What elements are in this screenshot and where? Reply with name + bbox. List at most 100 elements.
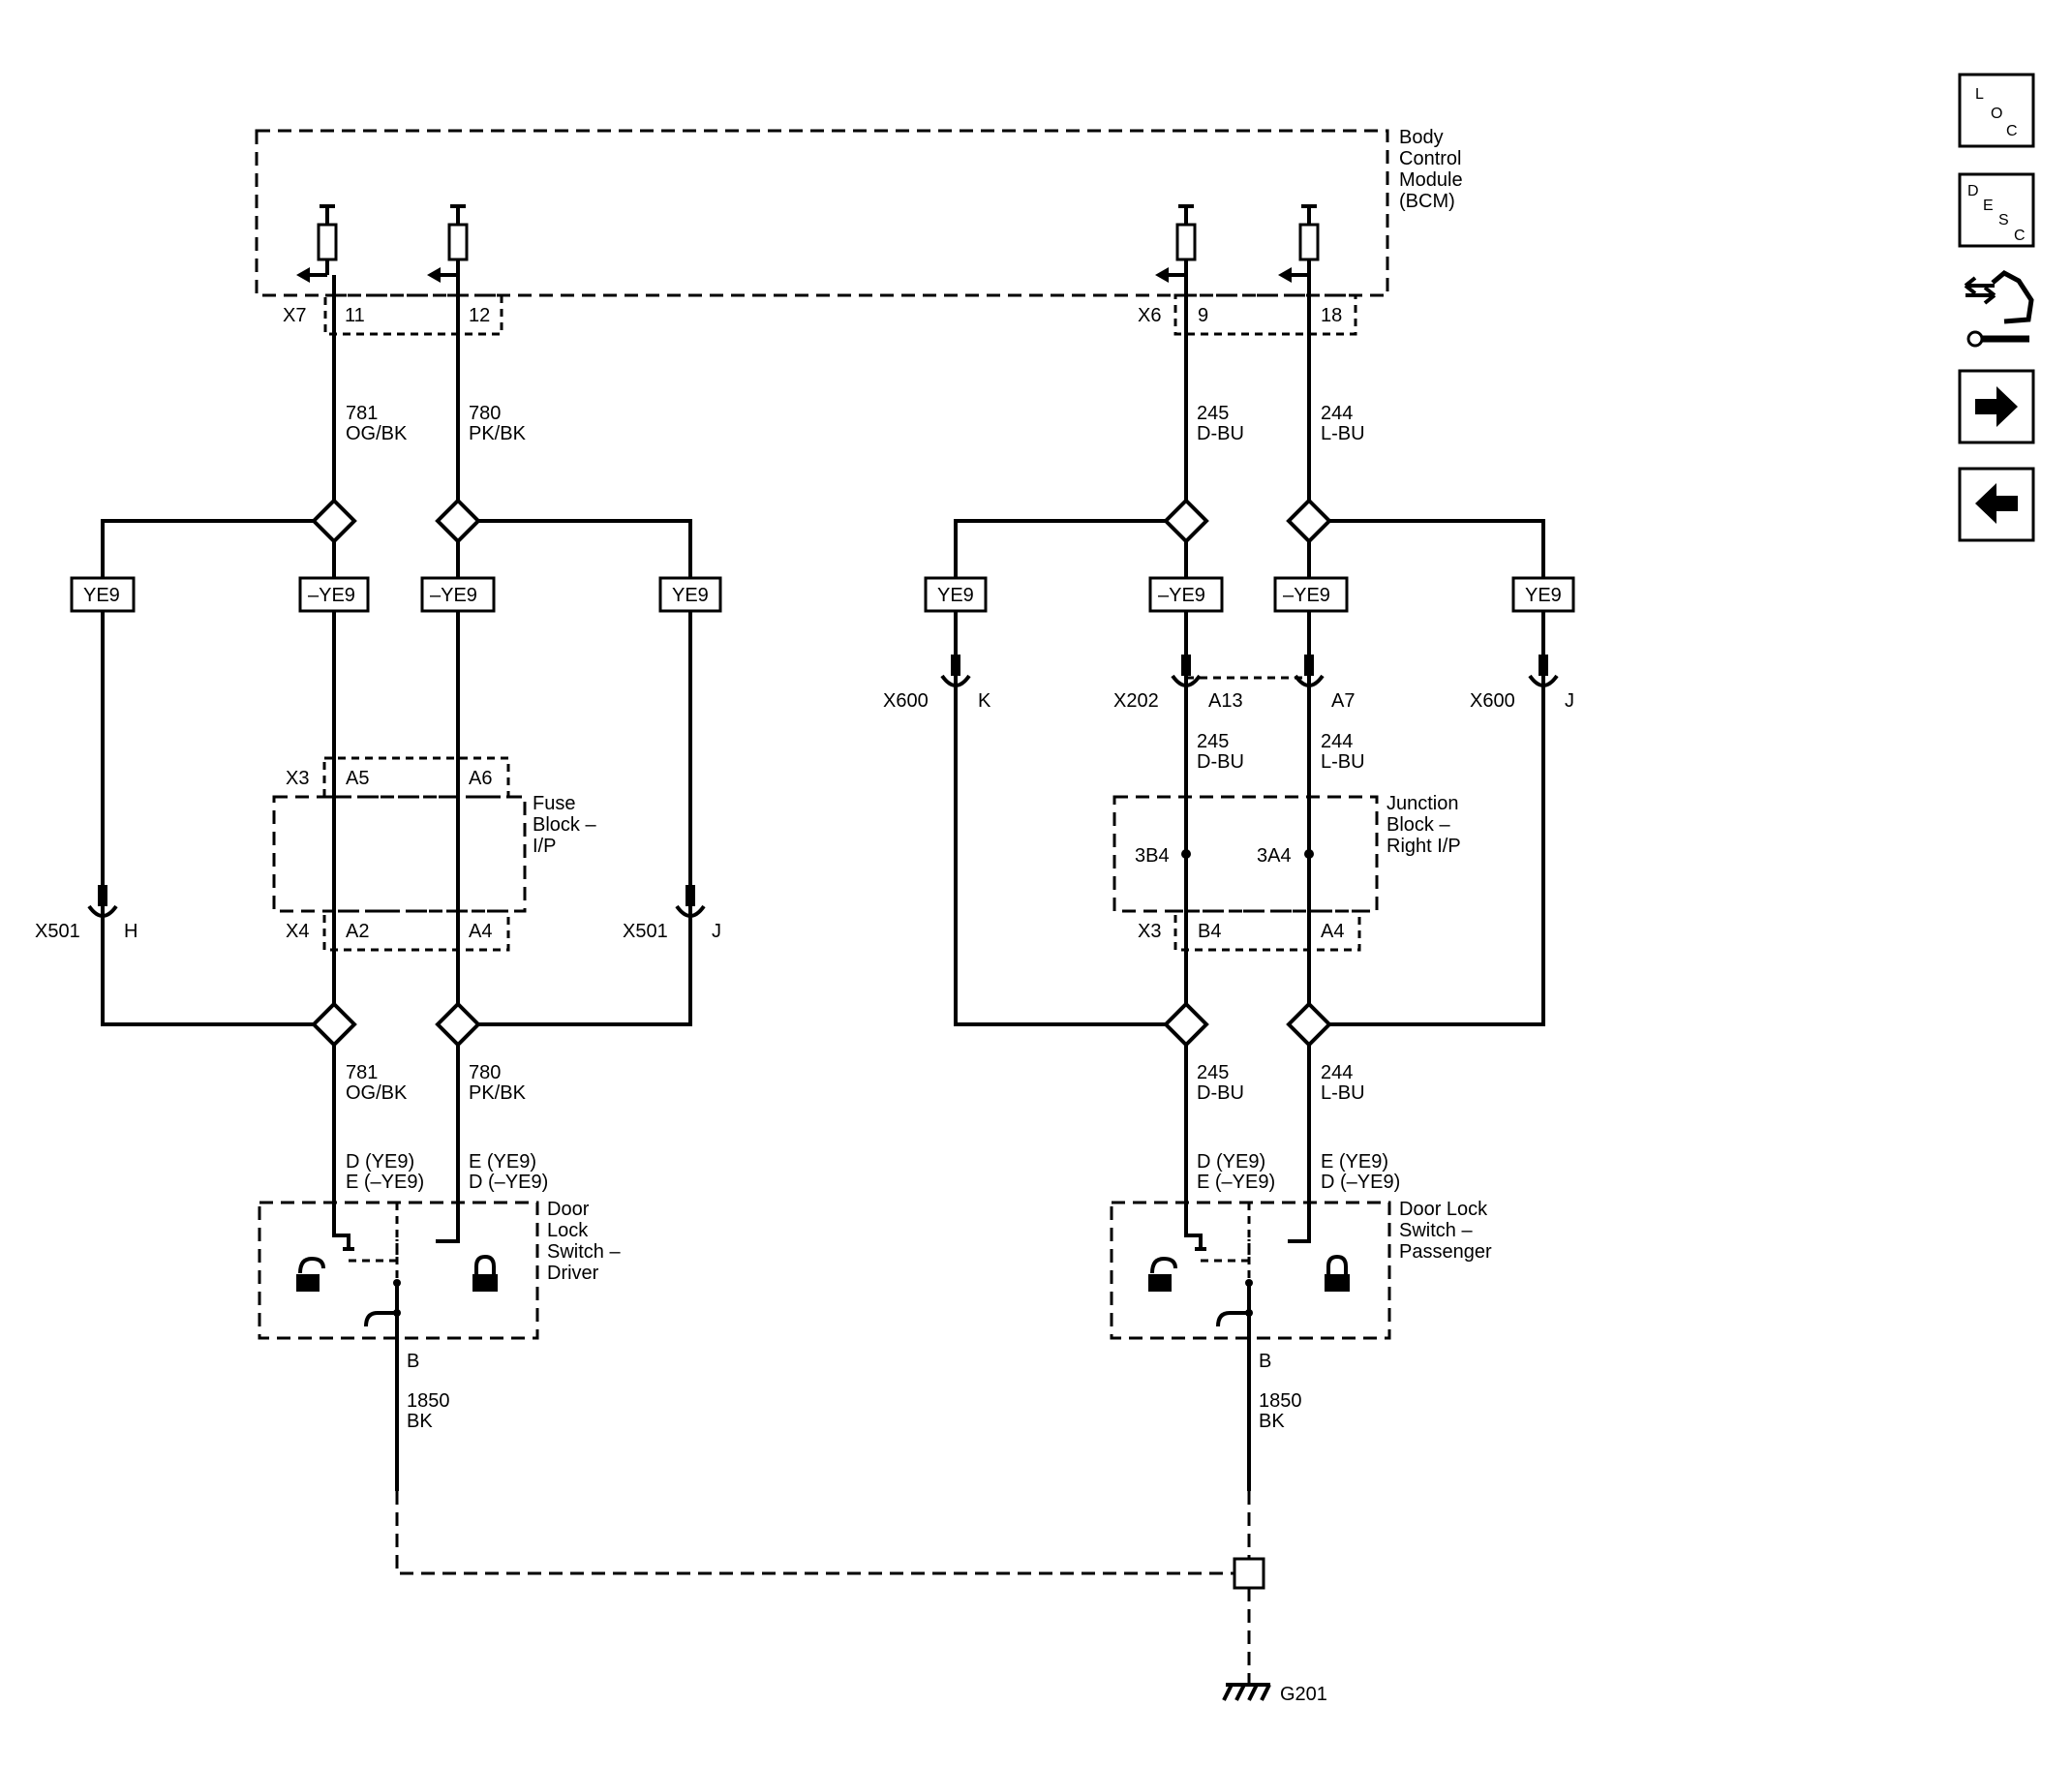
pin-label-18: 18	[1321, 305, 1342, 326]
desc-letter-s: S	[1998, 212, 2009, 228]
ground-label-g201: G201	[1280, 1684, 1327, 1705]
wire-color-pkbk-top: PK/BK	[469, 423, 527, 444]
connector-tool-icon[interactable]	[1964, 270, 2034, 348]
option-ye9-4: YE9	[1525, 585, 1562, 606]
pin-label-h: H	[124, 921, 137, 942]
option-not-ye9-3: –YE9	[1158, 585, 1205, 606]
pin-label-a5: A5	[346, 768, 369, 789]
wire-color-dbu-bottom: D-BU	[1197, 1082, 1244, 1104]
pin-label-j-left: J	[712, 921, 721, 942]
wire-number-245-top: 245	[1197, 403, 1229, 424]
pin-label-j-right: J	[1565, 690, 1574, 712]
door-lock-switch-passenger: Door Lock Switch – Passenger B	[1110, 1199, 1492, 1491]
connector-label-x3-left: X3	[286, 768, 309, 789]
passenger-pin-e-not-ye9: E (–YE9)	[1197, 1172, 1275, 1193]
inline-connector-x600-j: X600 J	[1470, 655, 1574, 712]
bcm-module: Body Control Module (BCM)	[255, 127, 1463, 297]
side-nav: L O C D E S C	[1958, 73, 2035, 542]
pin-label-b4: B4	[1198, 921, 1221, 942]
passenger-pin-e-ye9: E (YE9)	[1321, 1151, 1388, 1173]
splice-nodes	[311, 498, 1332, 1048]
connector-label-x3-right: X3	[1138, 921, 1161, 942]
option-not-ye9-1: –YE9	[308, 585, 355, 606]
bcm-label-3: Module	[1399, 169, 1463, 191]
fuse-block-label-1: Fuse	[533, 793, 575, 814]
bcm-connector-x6: X6 9 18	[1138, 293, 1357, 336]
pin-label-3b4: 3B4	[1135, 845, 1170, 867]
passenger-option-branch	[954, 519, 1545, 1026]
bcm-label-1: Body	[1399, 127, 1444, 148]
driver-pin-d-ye9: D (YE9)	[346, 1151, 414, 1173]
driver-pin-e-not-ye9: E (–YE9)	[346, 1172, 424, 1193]
pin-label-a7: A7	[1331, 690, 1355, 712]
passenger-pin-d-ye9: D (YE9)	[1197, 1151, 1265, 1173]
connector-label-x501-j: X501	[623, 921, 668, 942]
driver-switch-label-2: Lock	[547, 1220, 589, 1241]
option-ye9-2: YE9	[672, 585, 709, 606]
wire-number-780-bottom: 780	[469, 1062, 501, 1083]
wire-color-lbu-bottom: L-BU	[1321, 1082, 1365, 1104]
pin-label-a6: A6	[469, 768, 492, 789]
connector-label-x7: X7	[283, 305, 306, 326]
desc-letter-d: D	[1967, 183, 1979, 199]
wire-color-bk-driver: BK	[407, 1411, 433, 1432]
previous-arrow-icon[interactable]	[1958, 467, 2035, 542]
pin-label-3a4: 3A4	[1257, 845, 1292, 867]
inline-connector-x600-k: X600 K	[883, 655, 991, 712]
pin-label-9: 9	[1198, 305, 1208, 326]
wire-number-1850-passenger: 1850	[1259, 1390, 1302, 1412]
location-icon[interactable]: L O C	[1958, 73, 2035, 148]
bcm-resistor-245	[1155, 204, 1197, 283]
connector-label-x501-h: X501	[35, 921, 80, 942]
junction-block-label-3: Right I/P	[1386, 836, 1461, 857]
bcm-connector-x7: X7 11 12	[283, 293, 503, 336]
wire-color-lbu-top: L-BU	[1321, 423, 1365, 444]
lock-icon	[472, 1254, 498, 1292]
connector-label-x600-j: X600	[1470, 690, 1515, 712]
loc-letter-l: L	[1975, 86, 1984, 103]
connector-label-x202: X202	[1113, 690, 1159, 712]
inline-connector-x202: X202 A13 A7	[1113, 655, 1355, 712]
driver-option-branch	[101, 519, 692, 1026]
desc-letter-c: C	[2014, 228, 2026, 244]
wire-number-781-top: 781	[346, 403, 378, 424]
option-not-ye9-4: –YE9	[1283, 585, 1330, 606]
loc-letter-c: C	[2006, 123, 2018, 139]
connector-label-x4: X4	[286, 921, 309, 942]
unlock-icon	[296, 1256, 325, 1292]
bcm-label-2: Control	[1399, 148, 1461, 169]
wire-number-245-bottom: 245	[1197, 1062, 1229, 1083]
wire-number-1850-driver: 1850	[407, 1390, 450, 1412]
wire-number-781-bottom: 781	[346, 1062, 378, 1083]
next-arrow-icon[interactable]	[1958, 369, 2035, 444]
bcm-resistor-244	[1278, 204, 1320, 283]
passenger-switch-label-2: Switch –	[1399, 1220, 1473, 1241]
description-icon[interactable]: D E S C	[1958, 172, 2035, 248]
driver-pin-b: B	[407, 1351, 419, 1372]
fuse-block-ip: X3 A5 A6 Fuse Block – I/P X4 A2 A4	[272, 756, 596, 952]
driver-switch-label-1: Door	[547, 1199, 590, 1220]
pin-label-a4-left: A4	[469, 921, 492, 942]
driver-switch-label-4: Driver	[547, 1263, 599, 1284]
bcm-resistor-780	[427, 204, 469, 283]
pin-label-a2: A2	[346, 921, 369, 942]
fuse-block-label-2: Block –	[533, 814, 596, 836]
wire-color-dbu-top: D-BU	[1197, 423, 1244, 444]
desc-letter-e: E	[1983, 198, 1994, 214]
option-ye9-1: YE9	[83, 585, 120, 606]
door-lock-switch-driver: Door Lock Switch – Driver B	[258, 1199, 621, 1491]
bcm-resistor-781	[296, 204, 338, 283]
wire-color-lbu-mid: L-BU	[1321, 751, 1365, 773]
passenger-pin-b: B	[1259, 1351, 1271, 1372]
wire-color-ogbk-top: OG/BK	[346, 423, 408, 444]
lock-icon	[1325, 1254, 1350, 1292]
driver-switch-label-3: Switch –	[547, 1241, 621, 1263]
wire-color-pkbk-bottom: PK/BK	[469, 1082, 527, 1104]
wire-color-dbu-mid: D-BU	[1197, 751, 1244, 773]
wire-color-bk-passenger: BK	[1259, 1411, 1285, 1432]
junction-block-label-1: Junction	[1386, 793, 1459, 814]
unlock-icon	[1148, 1256, 1177, 1292]
ground-path: G201	[395, 1491, 1327, 1705]
inline-connector-x501-h: X501 H	[35, 885, 137, 942]
